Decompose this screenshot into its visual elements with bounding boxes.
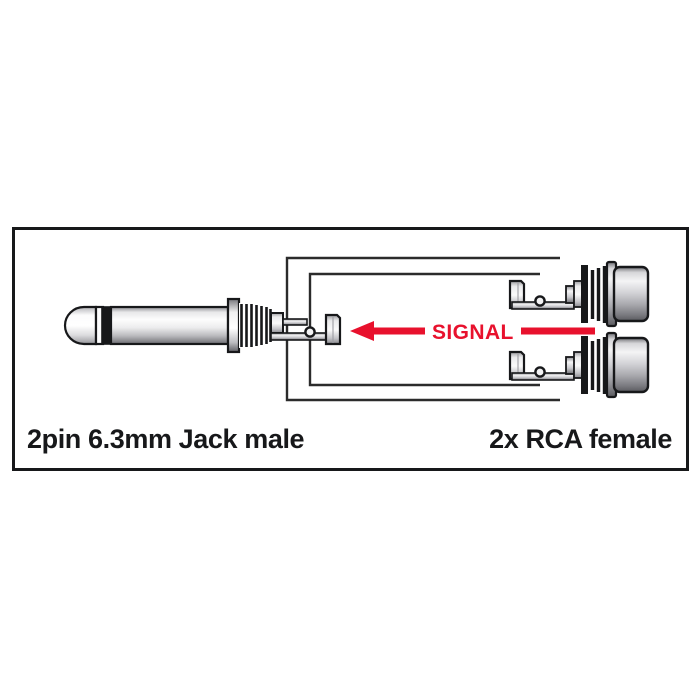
ground-wire-path [285,256,560,402]
left-connector-label: 2pin 6.3mm Jack male [27,424,305,454]
signal-arrow-shaft-right [521,327,595,335]
rca-bottom-insulator [573,351,583,379]
rca-bottom-mount-plate [581,336,588,394]
rca-bottom-barrel [612,336,650,394]
signal-indicator: SIGNAL [350,321,595,344]
jack-strain-relief [239,303,272,348]
right-connector-label: 2x RCA female [489,424,672,454]
jack-male-connector [63,297,327,354]
jack-sleeve-lead [270,332,327,341]
junction-dot-jack [304,326,316,338]
jack-sleeve-barrel [109,305,230,346]
rca-top-insulator [573,280,583,308]
rca-bottom-flange-ribs [590,337,607,394]
rca-bottom-junction-dot [534,366,546,378]
rca-top-junction-dot [534,295,546,307]
jack-tip-lead [282,318,308,326]
rca-connector-bottom [508,331,650,399]
jack-collar [226,297,241,354]
signal-wire-path [308,272,540,387]
signal-label: SIGNAL [432,321,514,344]
rca-top-barrel [612,265,650,323]
diagram-frame [12,227,689,471]
rca-connector-top [508,260,650,328]
signal-arrow-head [350,321,374,341]
jack-signal-terminal-tab [324,313,342,346]
jack-cable-entry [270,312,284,334]
rca-top-flange-ribs [590,266,607,323]
jack-tip [63,305,98,346]
rca-top-mount-plate [581,265,588,323]
signal-arrow-shaft-left [373,327,425,335]
